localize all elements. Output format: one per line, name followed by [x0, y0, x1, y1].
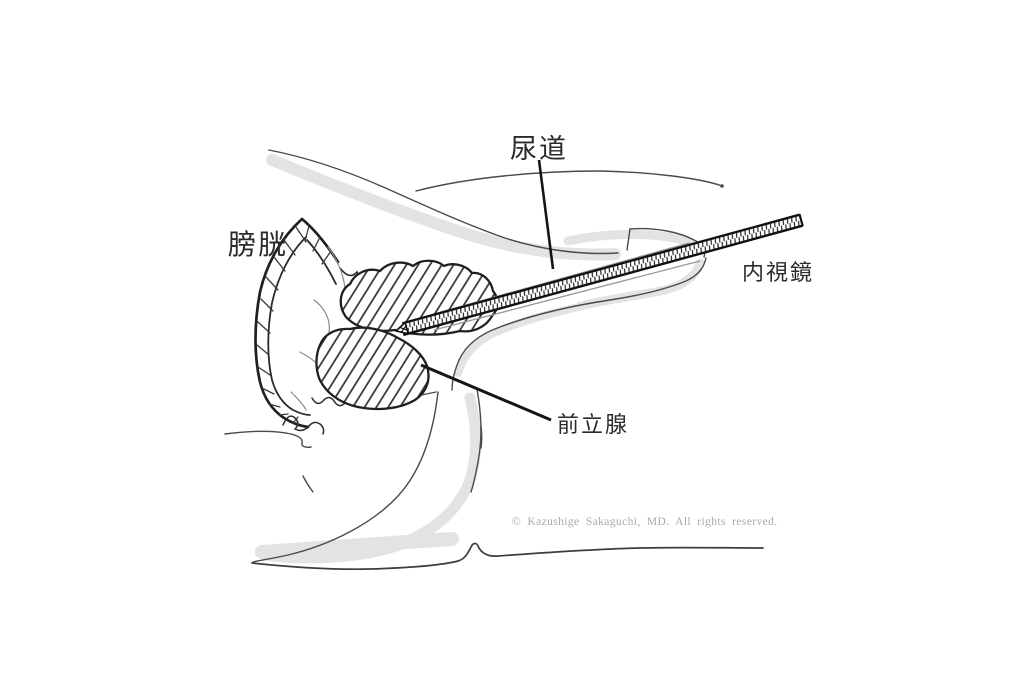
copyright-notice: © Kazushige Sakaguchi, MD. All rights re…: [512, 516, 778, 528]
bladder-wall-hatch: [256, 225, 332, 424]
label-prostate: 前立腺: [556, 412, 629, 437]
label-urethra: 尿道: [510, 134, 568, 164]
label-bladder: 膀胱: [227, 229, 288, 260]
prostate-lower-lobe: [315, 326, 430, 411]
prostate-leader-line: [420, 363, 552, 422]
label-endoscope: 内視鏡: [741, 260, 814, 285]
body-contours: [224, 149, 764, 571]
endoscope-shape: [395, 213, 804, 337]
urethra-leader-line: [537, 159, 555, 270]
